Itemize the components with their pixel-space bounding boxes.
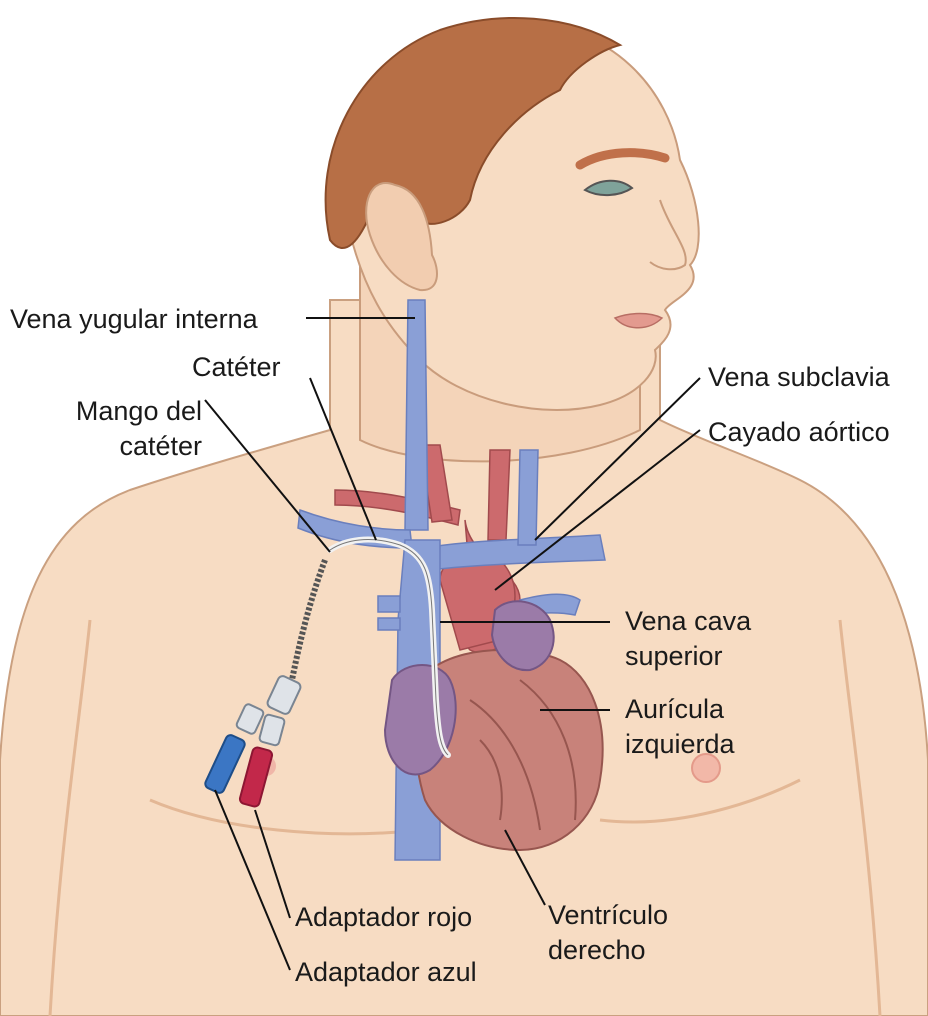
label-subclavian: Vena subclavia bbox=[708, 360, 890, 395]
label-red-adapter: Adaptador rojo bbox=[295, 900, 472, 935]
label-svc: Vena cava superior bbox=[625, 604, 751, 674]
label-svc-line2: superior bbox=[625, 639, 751, 674]
label-left-atrium: Aurícula izquierda bbox=[625, 692, 735, 762]
label-catheter: Catéter bbox=[192, 350, 281, 385]
label-left-atrium-line2: izquierda bbox=[625, 727, 735, 762]
label-blue-adapter: Adaptador azul bbox=[295, 955, 477, 990]
label-right-ventricle-line1: Ventrículo bbox=[548, 898, 668, 933]
label-aortic-arch: Cayado aórtico bbox=[708, 415, 890, 450]
label-internal-jugular: Vena yugular interna bbox=[10, 302, 258, 337]
label-catheter-hub-line1: Mango del bbox=[52, 394, 202, 429]
label-catheter-hub: Mango del catéter bbox=[52, 394, 202, 464]
label-svc-line1: Vena cava bbox=[625, 604, 751, 639]
label-catheter-hub-line2: catéter bbox=[52, 429, 202, 464]
label-left-atrium-line1: Aurícula bbox=[625, 692, 735, 727]
label-right-ventricle: Ventrículo derecho bbox=[548, 898, 668, 968]
label-right-ventricle-line2: derecho bbox=[548, 933, 668, 968]
